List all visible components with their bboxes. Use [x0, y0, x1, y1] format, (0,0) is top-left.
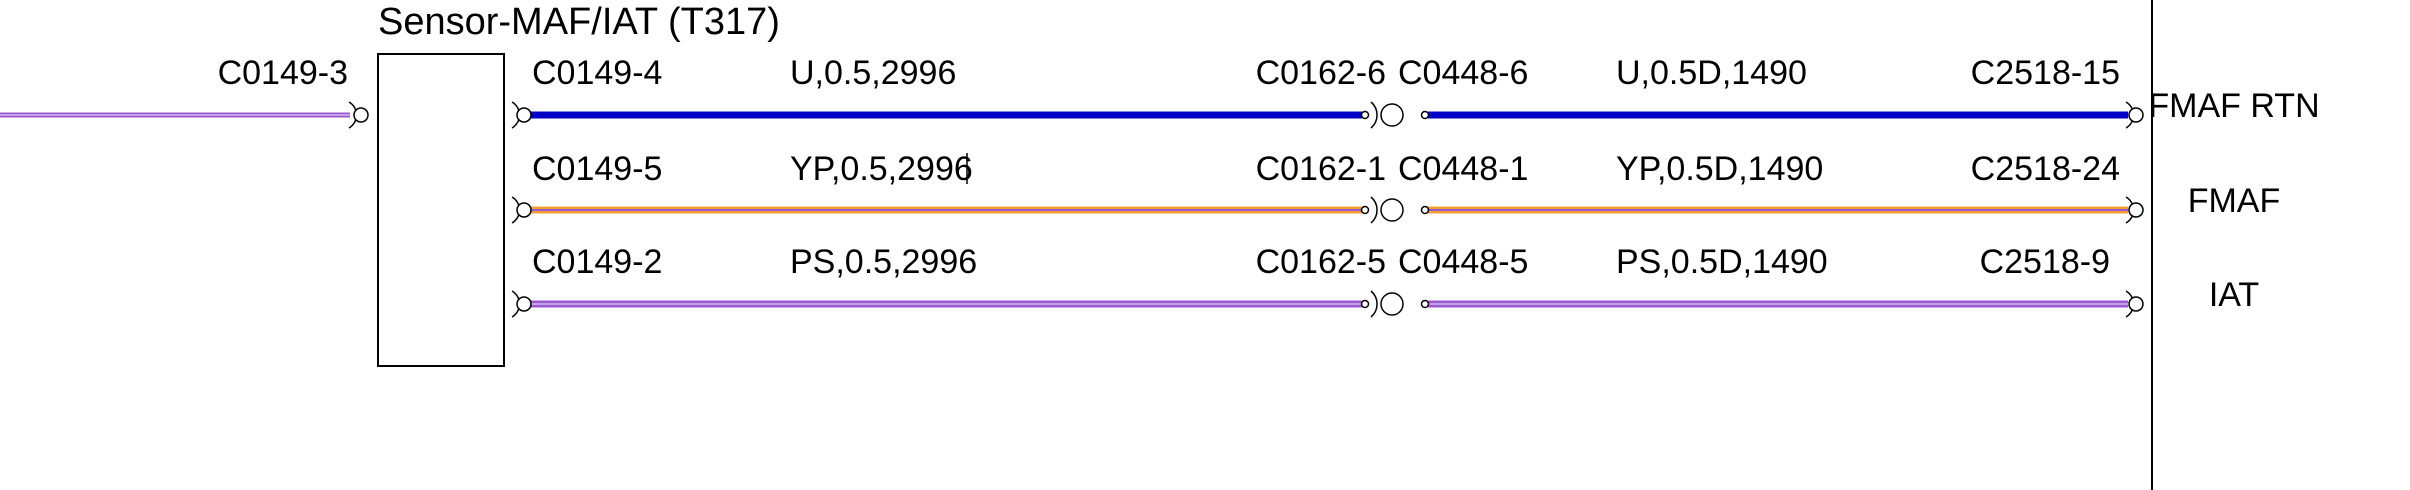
end-connector-label: C2518-24 [1971, 150, 2120, 188]
wire-spec-1-label: YP,0.5,2996 [790, 150, 973, 188]
inline-connector-female-icon [1370, 290, 1378, 318]
mid-connector-right-label: C0448-6 [1398, 54, 1528, 92]
end-connector-label: C2518-15 [1971, 54, 2120, 92]
inline-connector-female-icon [1370, 196, 1378, 224]
circuit-row: C0149-2 PS,0.5,2996 C0162-5 C0448-5 PS,0… [511, 243, 2259, 318]
signal-label: FMAF [2188, 182, 2281, 220]
end-connector-label: C2518-9 [1980, 243, 2110, 281]
wire-spec-2-label: U,0.5D,1490 [1616, 54, 1807, 92]
wire-spec-2-label: PS,0.5D,1490 [1616, 243, 1828, 281]
inline-connector-male-icon [1380, 198, 1404, 222]
mid-connector-left-label: C0162-5 [1256, 243, 1386, 281]
mid-connector-left-label: C0162-1 [1256, 150, 1386, 188]
start-pin-icon [516, 107, 532, 123]
inline-connector-male-icon [1380, 292, 1404, 316]
end-pin-icon [2128, 202, 2144, 218]
start-pin-icon [516, 202, 532, 218]
inline-pin-left-icon [1360, 205, 1370, 215]
start-pin-icon [516, 296, 532, 312]
wire-spec-2-label: YP,0.5D,1490 [1616, 150, 1823, 188]
circuit-row: C0149-4 U,0.5,2996 C0162-6 C0448-6 U,0.5… [511, 54, 2320, 129]
left-lead-pin-icon [353, 107, 369, 123]
mid-connector-left-label: C0162-6 [1256, 54, 1386, 92]
inline-pin-left-icon [1360, 299, 1370, 309]
signal-label: FMAF RTN [2148, 87, 2319, 125]
wire-spec-1-label: PS,0.5,2996 [790, 243, 977, 281]
component-title: Sensor-MAF/IAT (T317) [378, 1, 780, 43]
start-connector-label: C0149-4 [532, 54, 662, 92]
circuit-row: C0149-5 YP,0.5,2996 C0162-1 C0448-1 YP,0… [511, 150, 2281, 224]
mid-connector-right-label: C0448-5 [1398, 243, 1528, 281]
inline-pin-right-icon [1420, 110, 1430, 120]
inline-connector-female-icon [1370, 101, 1378, 129]
start-connector-label: C0149-2 [532, 243, 662, 281]
left-lead-connector-label: C0149-3 [218, 54, 348, 92]
left-lead: C0149-3 [0, 54, 369, 129]
inline-pin-right-icon [1420, 299, 1430, 309]
end-pin-icon [2128, 296, 2144, 312]
inline-pin-left-icon [1360, 110, 1370, 120]
start-connector-label: C0149-5 [532, 150, 662, 188]
signal-label: IAT [2209, 276, 2259, 314]
end-pin-icon [2128, 107, 2144, 123]
inline-connector-male-icon [1380, 103, 1404, 127]
mid-connector-right-label: C0448-1 [1398, 150, 1528, 188]
component-box [377, 53, 505, 367]
inline-pin-right-icon [1420, 205, 1430, 215]
wire-spec-1-label: U,0.5,2996 [790, 54, 956, 92]
